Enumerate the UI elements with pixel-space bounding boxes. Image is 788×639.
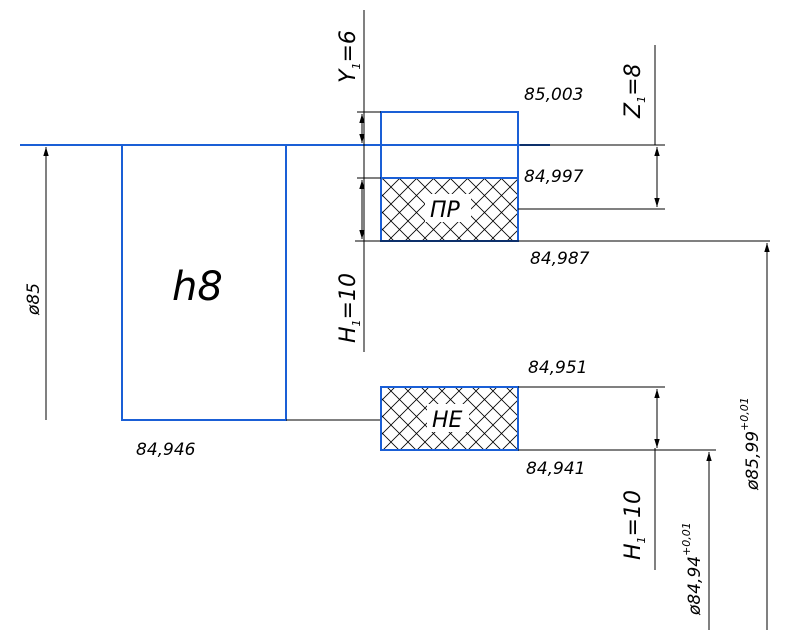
shaft-min-value: 84,946 <box>136 440 196 460</box>
nogo-upper-value: 84,951 <box>528 358 587 378</box>
z1-label: Z1=8 <box>621 63 648 119</box>
h1-lower-label: H1=10 <box>621 490 648 560</box>
go-upper-value: 84,997 <box>524 167 584 187</box>
go-gauge-label: ПР <box>430 198 461 223</box>
go-label-bg <box>425 194 471 222</box>
nogo-lower-value: 84,941 <box>526 459 585 479</box>
nogo-gauge-dimension: ø84,94+0,01 <box>680 522 705 616</box>
shaft-field-label: h8 <box>172 264 223 310</box>
go-top-value: 85,003 <box>524 85 583 105</box>
nogo-gauge-field <box>380 386 519 451</box>
nominal-dimension-text: ø85 <box>24 283 44 316</box>
go-gauge-dimension: ø85,99+0,01 <box>738 397 763 491</box>
go-lower-value: 84,987 <box>530 249 590 269</box>
nogo-gauge-label: НЕ <box>432 408 463 433</box>
nogo-label-bg <box>427 404 469 432</box>
y1-label: Y1=6 <box>336 30 363 83</box>
h1-upper-label: H1=10 <box>336 273 363 343</box>
shaft-tolerance-field <box>121 144 287 421</box>
